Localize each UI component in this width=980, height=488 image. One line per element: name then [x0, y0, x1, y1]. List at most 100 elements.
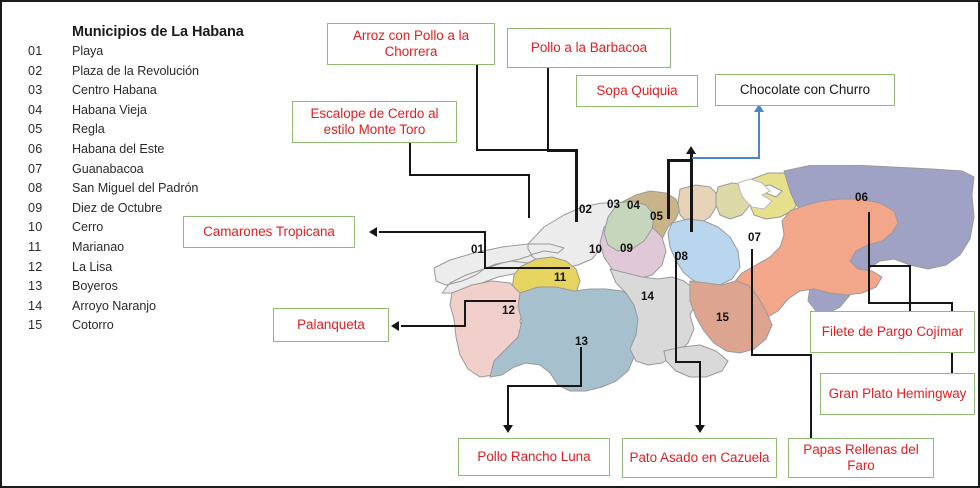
map-number-10: 10 [589, 243, 602, 256]
legend-number: 13 [28, 279, 43, 294]
connector-pato-horizontal [675, 361, 701, 364]
legend-title: Municipios de La Habana [72, 24, 244, 40]
connector-escalope-drop-to-01 [528, 174, 531, 218]
map-number-04: 04 [627, 199, 640, 212]
havana-municipalities-map: 01 02 03 04 05 06 07 08 09 10 11 12 13 1… [432, 165, 977, 405]
map-region-07 [729, 198, 899, 318]
map-number-12: 12 [502, 304, 515, 317]
connector-palanqueta-to-12 [464, 300, 516, 303]
legend-number: 02 [28, 63, 43, 78]
legend-label: Cerro [72, 220, 104, 235]
legend-label: San Miguel del Padrón [72, 181, 199, 196]
connector-chocolate-vertical [758, 112, 760, 159]
legend-item-06: 06 Habana del Este [20, 142, 282, 162]
connector-arroz-vertical [476, 65, 479, 151]
map-number-06: 06 [855, 191, 868, 204]
legend-label: Habana Vieja [72, 102, 147, 117]
map-number-05: 05 [650, 210, 663, 223]
callout-label: Palanqueta [297, 316, 365, 332]
map-bay-inlet [737, 178, 773, 210]
legend-item-14: 14 Arroyo Naranjo [20, 299, 282, 319]
map-region-10 [603, 200, 655, 252]
callout-palanqueta[interactable]: Palanqueta [273, 308, 389, 342]
arrow-pato-down [695, 425, 705, 433]
map-number-13: 13 [575, 335, 588, 348]
legend-label: Centro Habana [72, 83, 157, 98]
callout-pato-asado-en-cazuela[interactable]: Pato Asado en Cazuela [622, 438, 777, 478]
legend-label: Regla [72, 122, 105, 137]
connector-ranchoLuna-drop [507, 385, 510, 427]
callout-escalope-de-cerdo-monte-toro[interactable]: Escalope de Cerdo al estilo Monte Toro [292, 101, 457, 143]
legend-number: 10 [28, 220, 43, 235]
legend-label: Arroyo Naranjo [72, 298, 156, 313]
callout-papas-rellenas-del-faro[interactable]: Papas Rellenas del Faro [788, 438, 934, 478]
callout-pollo-a-la-barbacoa[interactable]: Pollo a la Barbacoa [507, 28, 671, 68]
map-region-13 [489, 286, 643, 392]
legend-number: 09 [28, 200, 43, 215]
map-number-11: 11 [554, 271, 567, 284]
legend-number: 11 [28, 239, 42, 254]
connector-escalope-horizontal [409, 174, 530, 177]
connector-sopa-horizontal [668, 159, 692, 162]
connector-pargo-branch-down [909, 265, 912, 313]
arrow-palanqueta-left [391, 321, 399, 331]
callout-pollo-rancho-luna[interactable]: Pollo Rancho Luna [458, 438, 610, 476]
map-number-15: 15 [716, 311, 729, 324]
map-region-03 [677, 184, 719, 224]
legend-number: 05 [28, 122, 43, 137]
legend-item-03: 03 Centro Habana [20, 83, 282, 103]
legend-item-02: 02 Plaza de la Revolución [20, 64, 282, 84]
connector-papas-vertical [751, 249, 754, 356]
legend-item-09: 09 Diez de Octubre [20, 201, 282, 221]
connector-camarones-to-11 [484, 267, 570, 270]
map-number-03: 03 [607, 198, 620, 211]
legend-label: Cotorro [72, 318, 114, 333]
connector-camarones-horizontal [379, 231, 486, 234]
callout-chocolate-con-churro[interactable]: Chocolate con Churro [715, 74, 895, 106]
map-svg [433, 165, 975, 392]
connector-pato-vertical [675, 252, 678, 363]
callout-camarones-tropicana[interactable]: Camarones Tropicana [183, 216, 355, 248]
callout-label: Sopa Quiquia [596, 82, 678, 98]
connector-papas-horizontal [751, 354, 812, 357]
callout-sopa-quiquia[interactable]: Sopa Quiquia [576, 75, 698, 107]
legend-item-05: 05 Regla [20, 122, 282, 142]
connector-pargo-branch-horizontal [868, 265, 911, 268]
arrow-ranchoLuna-down [503, 425, 513, 433]
legend-item-07: 07 Guanabacoa [20, 162, 282, 182]
connector-trunk-to-02 [575, 149, 578, 222]
connector-hemingway-horizontal [868, 302, 953, 305]
callout-label: Papas Rellenas del Faro [803, 441, 919, 474]
callout-label: Arroz con Pollo a la Chorrera [352, 27, 470, 60]
legend-number: 07 [28, 161, 43, 176]
map-number-07: 07 [748, 231, 761, 244]
connector-pato-drop [699, 361, 702, 427]
legend-number: 01 [28, 44, 43, 58]
callout-gran-plato-hemingway[interactable]: Gran Plato Hemingway [820, 373, 975, 415]
legend-label: Guanabacoa [72, 161, 144, 176]
arrow-camarones-left [369, 227, 377, 237]
legend-number: 04 [28, 102, 43, 117]
connector-palanqueta-vertical [464, 300, 467, 327]
legend-label: Plaza de la Revolución [72, 63, 200, 78]
callout-label: Pato Asado en Cazuela [629, 449, 770, 465]
legend-item-12: 12 La Lisa [20, 260, 282, 280]
legend-label: Playa [72, 44, 104, 58]
legend-item-04: 04 Habana Vieja [20, 103, 282, 123]
legend-item-10: 10 Cerro [20, 220, 282, 240]
connector-pargo-vertical [868, 212, 871, 304]
legend-item-11: 11 Marianao [20, 240, 282, 260]
map-number-09: 09 [620, 242, 633, 255]
legend-label: Habana del Este [72, 141, 165, 156]
legend-number: 12 [28, 259, 43, 274]
connector-barbacoa-horizontal [547, 149, 577, 152]
callout-arroz-con-pollo-a-la-chorrera[interactable]: Arroz con Pollo a la Chorrera [327, 23, 495, 65]
legend-item-08: 08 San Miguel del Padrón [20, 181, 282, 201]
connector-sopa-drop [667, 159, 670, 219]
callout-label: Escalope de Cerdo al estilo Monte Toro [310, 105, 439, 138]
connector-escalope-vertical [409, 143, 412, 176]
callout-filete-de-pargo-cojimar[interactable]: Filete de Pargo Cojímar [810, 311, 975, 353]
legend-item-15: 15 Cotorro [20, 318, 282, 338]
legend-number: 08 [28, 181, 43, 196]
legend-number: 15 [28, 318, 43, 333]
